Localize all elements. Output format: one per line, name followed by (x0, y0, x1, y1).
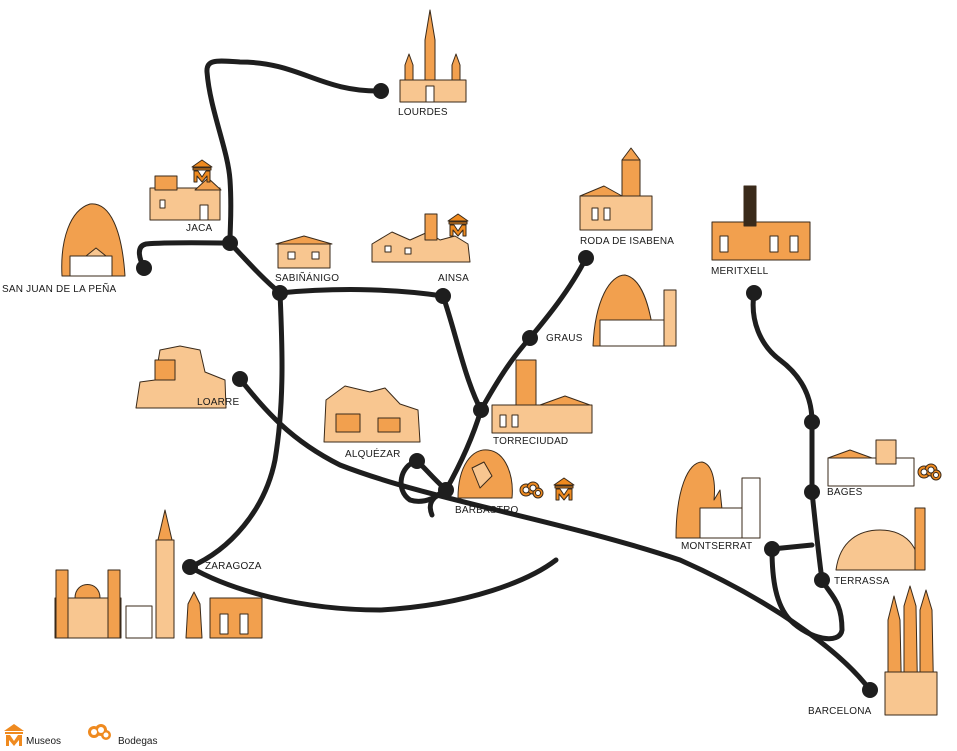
label-alquezar: ALQUÉZAR (345, 449, 401, 460)
label-zaragoza: ZARAGOZA (205, 561, 262, 572)
stop-bages (804, 484, 820, 500)
stop-meritxell (746, 285, 762, 301)
terrassa-building-illustration (835, 507, 926, 571)
label-bages: BAGES (827, 487, 863, 498)
route-bages-terrassa (809, 419, 825, 583)
stop-ainsa (435, 288, 451, 304)
route-jaca-sabinanigo (227, 240, 283, 296)
stop-barbastro (438, 482, 454, 498)
stop-zaragoza (182, 559, 198, 575)
label-sabinanigo: SABIÑÁNIGO (275, 273, 340, 284)
montserrat-monastery-illustration (675, 461, 761, 539)
meritxell-sanctuary-illustration (711, 185, 811, 261)
route-montserrat-loop (769, 542, 845, 642)
label-ainsa: AINSA (438, 273, 470, 284)
stop-sanjuan (136, 260, 152, 276)
bodega-icon-barbastro (519, 481, 544, 499)
label-jaca: JACA (186, 223, 213, 234)
stop-barcelona (862, 682, 878, 698)
routes (136, 58, 873, 693)
label-lourdes: LOURDES (398, 107, 448, 118)
museo-icon-jaca (191, 159, 213, 183)
stop-torreciudad (473, 402, 489, 418)
stop-lourdes (373, 83, 389, 99)
label-loarre: LOARRE (197, 397, 240, 408)
label-graus: GRAUS (546, 333, 583, 344)
route-ainsa-torreciudad (440, 293, 484, 413)
sabinanigo-house-illustration (275, 235, 333, 269)
route-zaragoza-barcelona-south (187, 557, 559, 613)
zaragoza-basilica-illustration (54, 509, 263, 639)
bages-village-illustration (827, 439, 915, 487)
san-juan-rock-illustration (61, 203, 126, 277)
bodega-icon-bages (917, 463, 942, 481)
route-jaca-sanjuan (136, 240, 233, 271)
museo-icon-ainsa (447, 213, 469, 237)
stop-graus (522, 330, 538, 346)
jaca-cathedral-illustration (149, 175, 222, 221)
stop-terrassa (814, 572, 830, 588)
legend-museo-icon (4, 724, 24, 746)
legend-museos-label: Museos (26, 736, 62, 747)
legend-bodegas-label: Bodegas (118, 736, 158, 747)
label-san-juan: SAN JUAN DE LA PEÑA (2, 284, 117, 295)
stop-sabinanigo (272, 285, 288, 301)
route-sabinanigo-zaragoza (187, 290, 285, 570)
museo-icon-barbastro (553, 477, 575, 501)
label-barcelona: BARCELONA (808, 706, 872, 717)
stop-loarre (232, 371, 248, 387)
torreciudad-sanctuary-illustration (491, 359, 593, 434)
barbastro-rock-illustration (457, 449, 513, 499)
stop-montserrat (764, 541, 780, 557)
route-meritxell-bages (750, 290, 815, 425)
alquezar-village-illustration (323, 385, 421, 443)
loarre-castle-illustration (135, 345, 227, 409)
stop-alquezar (409, 453, 425, 469)
label-montserrat: MONTSERRAT (681, 541, 753, 552)
label-meritxell: MERITXELL (711, 266, 769, 277)
roda-cathedral-illustration (579, 147, 653, 231)
route-lourdes-jaca (204, 58, 384, 246)
lourdes-basilica-illustration (399, 9, 467, 103)
stops (136, 83, 878, 698)
ainsa-village-illustration (371, 213, 471, 263)
graus-rock-illustration (592, 274, 677, 347)
barcelona-sagrada-familia-illustration (884, 585, 938, 716)
route-sabinanigo-ainsa (277, 287, 446, 299)
stop-bages-top (804, 414, 820, 430)
label-barbastro: BARBASTRO (455, 505, 519, 516)
legend-bodega-icon (88, 724, 111, 740)
label-torreciudad: TORRECIUDAD (493, 436, 569, 447)
stop-roda (578, 250, 594, 266)
label-roda: RODA DE ISABENA (580, 236, 675, 247)
stop-jaca (222, 235, 238, 251)
route-torreciudad-barbastro (443, 407, 484, 493)
label-terrassa: TERRASSA (834, 576, 890, 587)
